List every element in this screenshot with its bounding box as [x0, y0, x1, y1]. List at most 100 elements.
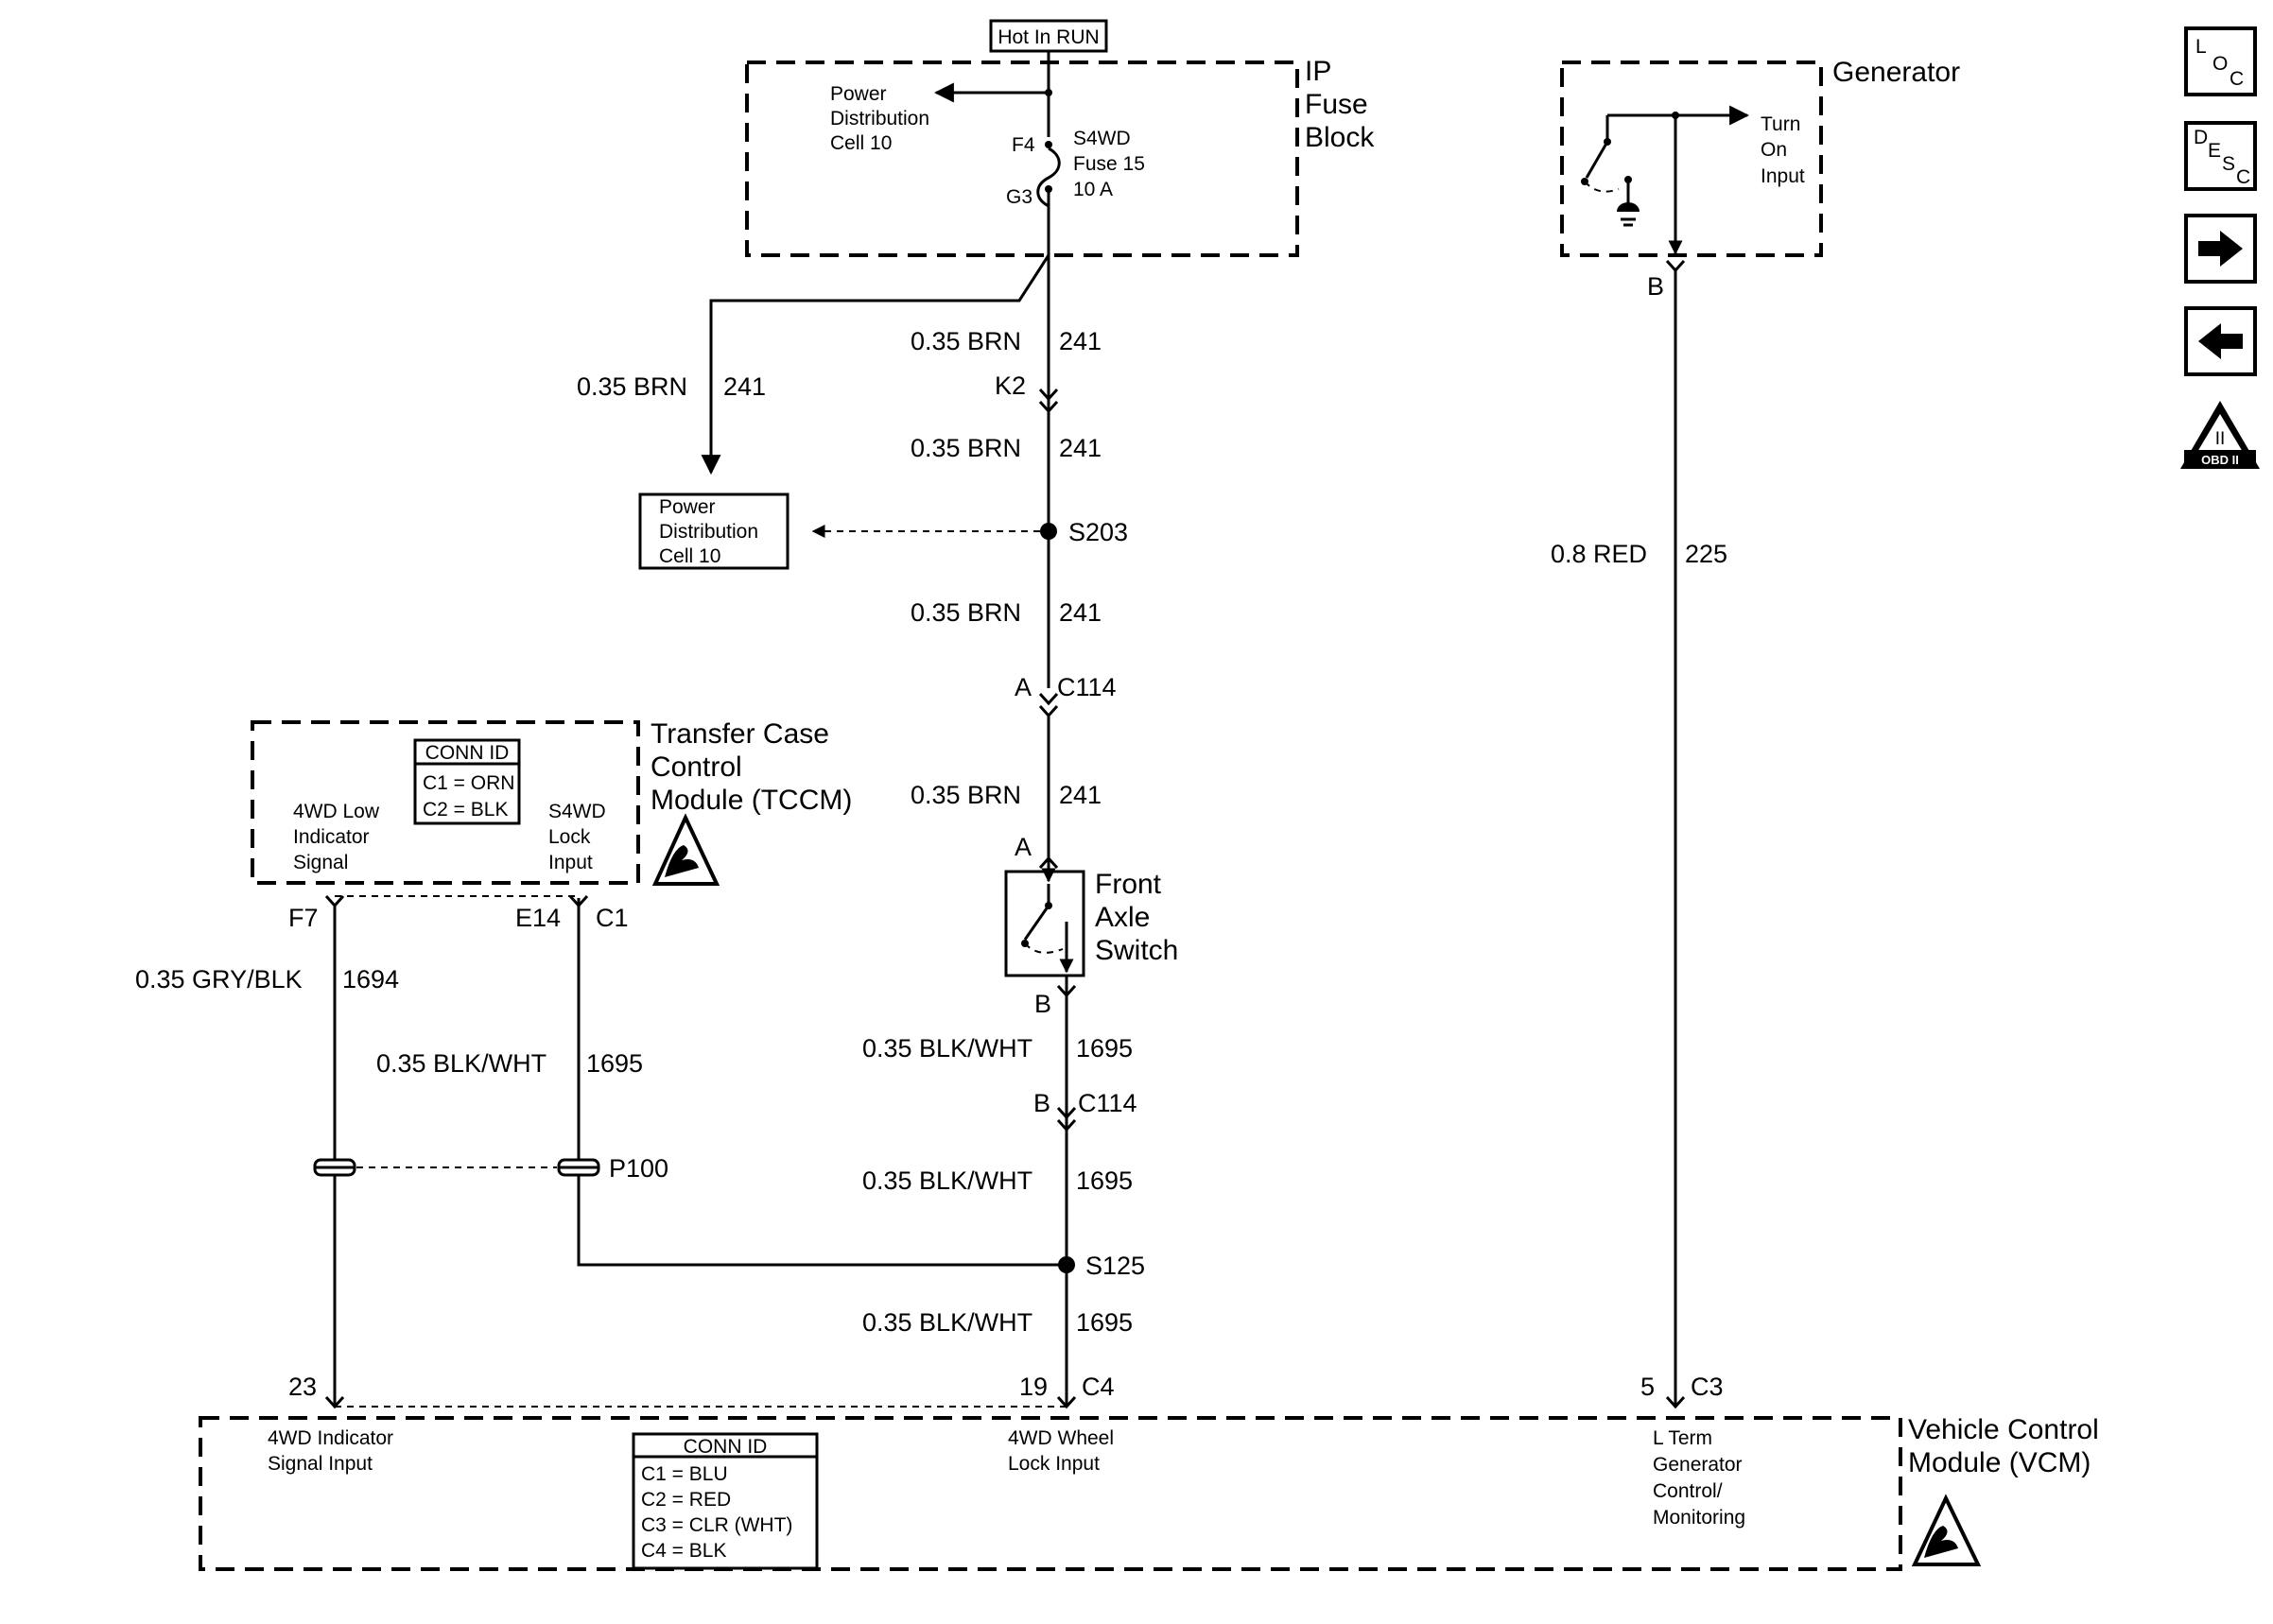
svg-text:Control/: Control/ — [1653, 1480, 1723, 1502]
svg-text:Lock Input: Lock Input — [1008, 1453, 1100, 1475]
svg-text:0.35 BRN: 0.35 BRN — [911, 598, 1021, 627]
svg-text:Fuse 15: Fuse 15 — [1073, 153, 1145, 175]
svg-text:S203: S203 — [1068, 518, 1128, 546]
svg-text:C4: C4 — [1082, 1373, 1115, 1401]
front-axle-switch: A Front Axle Switch B — [1004, 833, 1178, 1018]
svg-text:Hot In RUN: Hot In RUN — [998, 26, 1099, 48]
svg-text:D: D — [2194, 127, 2208, 148]
svg-text:Input: Input — [548, 852, 593, 873]
svg-text:0.35 BLK/WHT: 0.35 BLK/WHT — [862, 1034, 1032, 1063]
svg-text:S125: S125 — [1085, 1252, 1145, 1280]
svg-text:A: A — [1015, 833, 1032, 861]
svg-text:Input: Input — [1761, 165, 1805, 187]
svg-text:E: E — [2208, 140, 2221, 162]
ip-fuse-block: IP Fuse Block Power Distribution Cell 10… — [745, 51, 1375, 257]
svg-text:L: L — [2195, 36, 2207, 58]
svg-text:C1: C1 — [596, 904, 629, 932]
svg-text:Monitoring: Monitoring — [1653, 1507, 1745, 1529]
wire-label: 0.35 BRN — [577, 372, 687, 401]
svg-text:F7: F7 — [288, 904, 319, 932]
svg-text:241: 241 — [1059, 598, 1102, 627]
arrow-right-icon — [2198, 231, 2243, 267]
connector-p100: P100 — [313, 1154, 668, 1183]
svg-text:B: B — [1033, 1089, 1050, 1117]
svg-text:1695: 1695 — [1076, 1166, 1133, 1195]
svg-text:1695: 1695 — [1076, 1308, 1133, 1337]
svg-text:225: 225 — [1685, 540, 1727, 568]
svg-text:C2 = RED: C2 = RED — [641, 1489, 731, 1511]
connector-k2: K2 — [995, 371, 1059, 414]
ground-icon — [1617, 202, 1640, 212]
svg-text:4WD Indicator: 4WD Indicator — [268, 1427, 393, 1449]
svg-text:C1 = BLU: C1 = BLU — [641, 1463, 728, 1485]
svg-text:23: 23 — [288, 1373, 317, 1401]
svg-text:241: 241 — [1059, 781, 1102, 809]
svg-text:Generator: Generator — [1653, 1454, 1743, 1476]
svg-text:Switch: Switch — [1095, 935, 1178, 966]
wire-branch-pd — [701, 254, 1050, 475]
svg-text:E14: E14 — [515, 904, 561, 932]
svg-text:19: 19 — [1019, 1373, 1048, 1401]
svg-text:C3 = CLR (WHT): C3 = CLR (WHT) — [641, 1514, 792, 1536]
power-distribution-cell-box: Power Distribution Cell 10 — [638, 492, 789, 570]
svg-text:0.35 BLK/WHT: 0.35 BLK/WHT — [862, 1166, 1032, 1195]
previous-page-button[interactable] — [2184, 306, 2257, 376]
svg-text:Axle: Axle — [1095, 902, 1150, 933]
svg-text:1695: 1695 — [586, 1049, 643, 1078]
svg-text:On: On — [1761, 139, 1787, 161]
svg-text:0.35 BRN: 0.35 BRN — [911, 434, 1021, 462]
svg-text:Front: Front — [1095, 869, 1162, 900]
svg-text:Indicator: Indicator — [293, 826, 370, 848]
connector-c114-a: A C114 — [1015, 673, 1117, 718]
svg-text:S4WD: S4WD — [1073, 128, 1131, 149]
svg-text:Distribution: Distribution — [830, 108, 929, 130]
tccm-module: Transfer Case Control Module (TCCM) CONN… — [251, 718, 852, 932]
splice-s203: S203 — [811, 518, 1128, 546]
esd-warning-icon — [1911, 1494, 1982, 1566]
next-page-button[interactable] — [2184, 214, 2257, 284]
svg-text:1694: 1694 — [342, 965, 399, 993]
svg-text:C114: C114 — [1078, 1089, 1137, 1117]
svg-text:S4WD: S4WD — [548, 801, 606, 822]
wire-1695-tccm — [577, 898, 1067, 1267]
svg-text:10 A: 10 A — [1073, 179, 1113, 200]
svg-text:F4: F4 — [1012, 134, 1035, 156]
vcm-title: Vehicle Control — [1908, 1414, 2099, 1445]
svg-text:C2 = BLK: C2 = BLK — [423, 799, 508, 821]
svg-text:K2: K2 — [995, 371, 1026, 400]
svg-text:P100: P100 — [609, 1154, 668, 1183]
svg-text:0.35 BLK/WHT: 0.35 BLK/WHT — [376, 1049, 547, 1078]
tccm-title: Transfer Case — [651, 718, 829, 750]
svg-text:A: A — [1015, 673, 1032, 701]
svg-text:241: 241 — [1059, 327, 1102, 355]
svg-text:C1 = ORN: C1 = ORN — [423, 772, 514, 794]
svg-text:G3: G3 — [1006, 186, 1032, 208]
svg-text:1695: 1695 — [1076, 1034, 1133, 1063]
obd-ii-button[interactable]: II OBD II — [2180, 401, 2260, 469]
svg-text:C: C — [2236, 166, 2250, 188]
svg-text:CONN ID: CONN ID — [684, 1436, 768, 1458]
svg-text:241: 241 — [1059, 434, 1102, 462]
svg-text:C: C — [2230, 68, 2244, 90]
generator-title: Generator — [1832, 57, 1960, 88]
svg-text:Control: Control — [651, 752, 742, 783]
svg-text:Distribution: Distribution — [659, 521, 758, 543]
loc-button[interactable]: L O C — [2184, 26, 2257, 96]
vcm-module: 23 19 C4 5 C3 Vehicle Control Module (VC… — [199, 1373, 2099, 1571]
svg-text:Power: Power — [659, 496, 716, 518]
svg-text:OBD II: OBD II — [2201, 453, 2239, 467]
svg-text:C4 = BLK: C4 = BLK — [641, 1540, 726, 1562]
svg-text:B: B — [1034, 990, 1051, 1018]
svg-text:Lock: Lock — [548, 826, 591, 848]
svg-text:4WD Wheel: 4WD Wheel — [1008, 1427, 1114, 1449]
svg-text:Module (VCM): Module (VCM) — [1908, 1447, 2091, 1478]
hot-in-run-label: Hot In RUN — [989, 19, 1108, 53]
svg-text:Cell 10: Cell 10 — [659, 545, 720, 567]
svg-text:241: 241 — [723, 372, 766, 401]
desc-button[interactable]: D E S C — [2184, 121, 2257, 191]
ip-fuse-block-outline — [745, 60, 1299, 257]
ip-fuse-block-title: IP — [1305, 56, 1331, 87]
svg-text:C3: C3 — [1691, 1373, 1724, 1401]
svg-text:5: 5 — [1640, 1373, 1655, 1401]
